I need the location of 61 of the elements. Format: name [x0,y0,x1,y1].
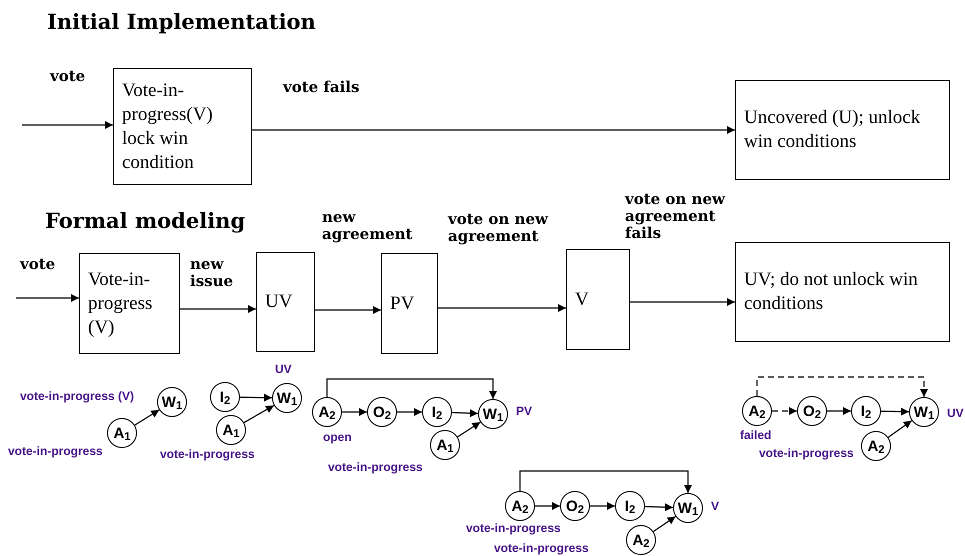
arrow [772,407,797,415]
arrow [756,376,928,397]
section-heading: Formal modeling [45,207,246,235]
state-box [735,80,950,180]
arrow [244,404,274,424]
section-heading: Initial Implementation [47,8,316,36]
arrow [16,294,79,302]
box-text: UV; do not unlock win conditions [744,268,919,316]
edge-label: vote [20,256,56,273]
edge-label: vote on new agreement fails [625,191,726,242]
box-text: Vote-in-progress(V) lock win condition [122,78,214,174]
arrow [880,408,910,416]
arrow [180,305,256,313]
arrow [888,420,912,438]
box-text: V [575,288,590,312]
arrow [519,470,692,493]
state-label: PV [516,403,532,420]
state-label: vote-in-progress (V) [20,388,134,405]
arrow [397,408,422,416]
state-label: vote-in-progress [328,459,423,476]
state-label: vote-in-progress [494,540,589,556]
edge-label: vote [50,68,86,85]
arrow [630,298,735,306]
state-box [735,242,950,342]
arrow [452,409,478,418]
box-text: Vote-in-progress (V) [88,268,154,340]
arrow [326,378,497,399]
arrow [22,121,113,129]
arrow [315,306,381,314]
state-label: vote-in-progress [759,445,854,462]
arrow [134,409,160,426]
state-box [381,253,438,354]
state-label: V [711,498,720,515]
arrow [240,394,272,402]
state-box [79,253,180,354]
state-box [566,249,630,350]
state-label: open [323,429,352,446]
box-text: PV [390,292,416,316]
arrow [590,502,615,510]
edge-label: vote on new agreement [448,211,550,245]
state-label: UV [275,361,292,378]
box-text: Uncovered (U); unlock win conditions [744,106,922,154]
arrow [827,407,851,415]
arrow [653,516,676,532]
arrow [252,126,735,134]
arrow [535,502,560,510]
box-text: UV [265,290,294,314]
arrow [457,422,481,438]
state-label: vote-in-progress [160,446,255,463]
state-label: vote-in-progress [466,520,561,537]
state-label: failed [740,427,772,444]
arrow [438,304,566,312]
arrow [644,503,674,512]
edge-label: vote fails [283,79,360,96]
edge-label: new agreement [322,209,414,243]
state-box [113,68,252,185]
state-label: UV [947,405,964,422]
arrow [342,408,367,416]
state-label: vote-in-progress [8,443,103,460]
edge-label: new issue [190,256,234,290]
state-box [256,252,315,352]
